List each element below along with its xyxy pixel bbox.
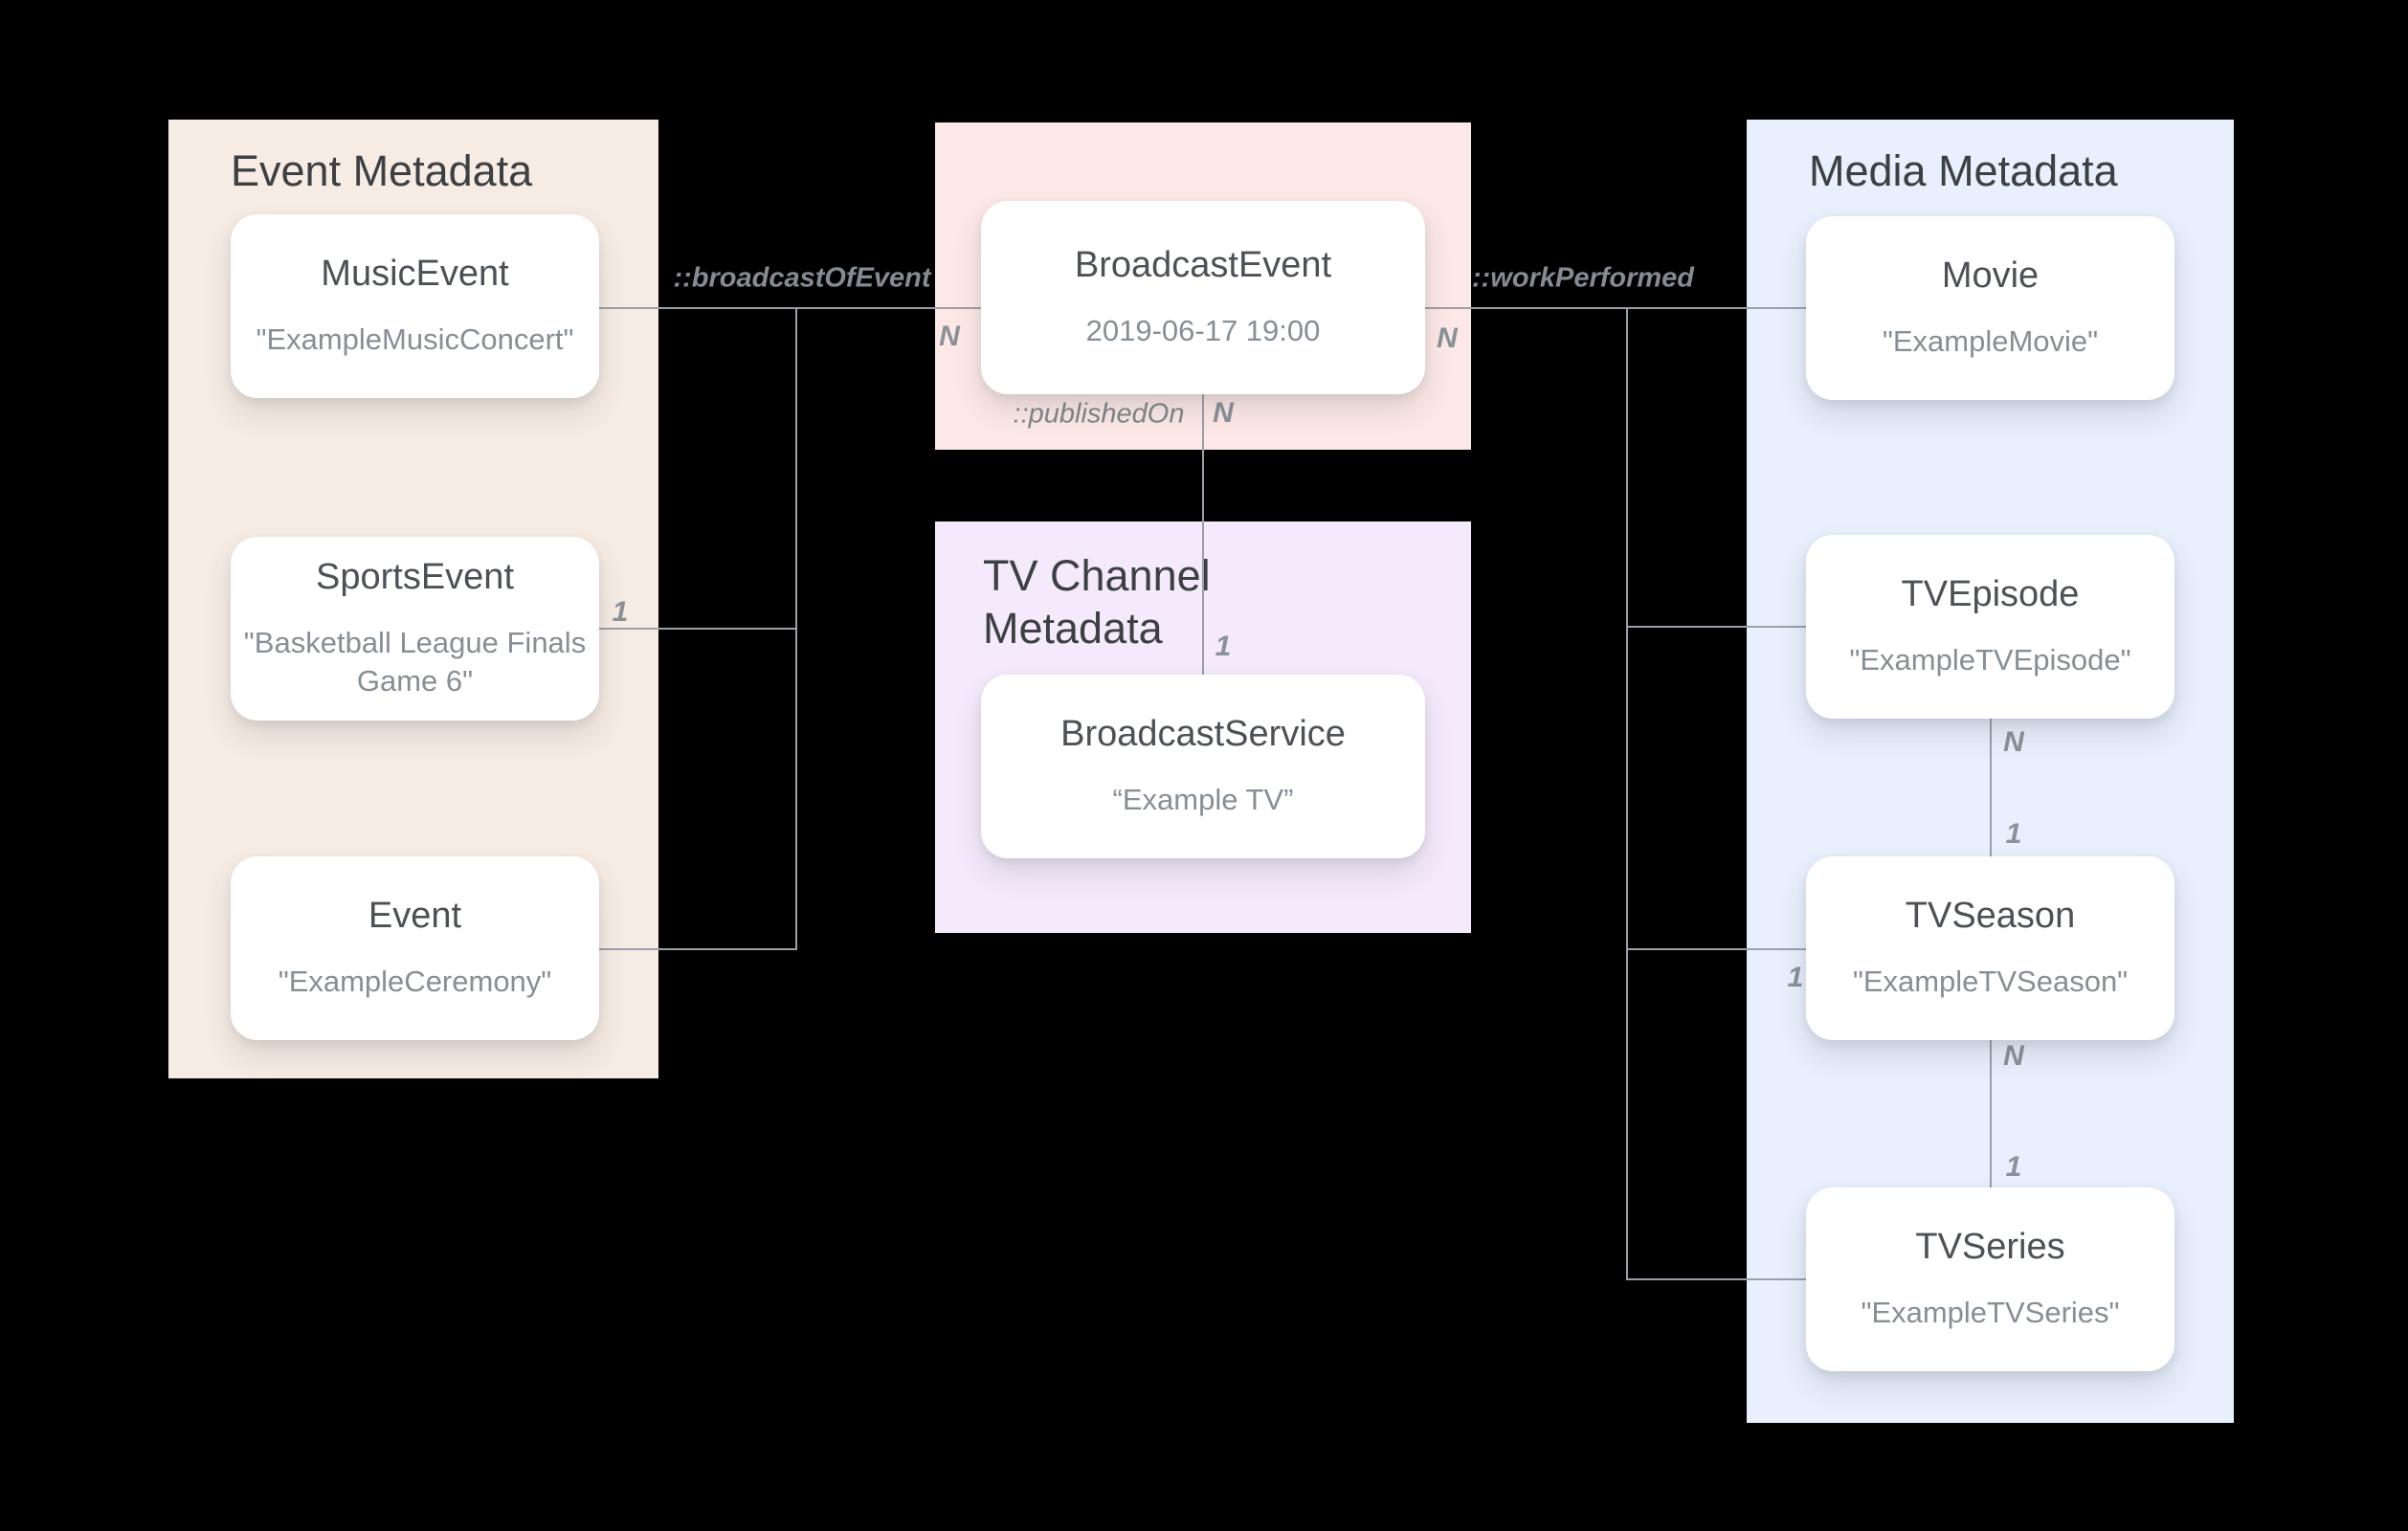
edge-tvepisode-tvseason [1990, 719, 1992, 856]
edge-tvseason-branch [1626, 948, 1806, 950]
node-subtitle: "ExampleTVSeason" [1852, 964, 2129, 998]
node-title: BroadcastEvent [1074, 245, 1332, 285]
node-subtitle: "ExampleCeremony" [278, 964, 552, 998]
edge-tvepisode-branch [1626, 626, 1806, 628]
node-music-event: MusicEvent "ExampleMusicConcert" [231, 214, 599, 398]
node-subtitle: 2019-06-17 19:00 [1085, 313, 1321, 347]
node-subtitle: "ExampleMovie" [1882, 323, 2099, 358]
edge-label-work-performed: ::workPerformed [1471, 262, 1695, 294]
multiplicity-1-published-on: 1 [1215, 631, 1232, 662]
node-event: Event "ExampleCeremony" [231, 856, 599, 1040]
edge-tvseries-branch [1626, 1278, 1806, 1280]
node-title: TVEpisode [1901, 574, 2080, 614]
node-sports-event: SportsEvent "Basketball League Finals Ga… [231, 537, 599, 721]
edge-label-broadcast-of-event: ::broadcastOfEvent [673, 262, 931, 294]
node-title: Event [368, 896, 462, 936]
multiplicity-n-broadcast-of-event: N [939, 321, 960, 352]
panel-title-media-metadata: Media Metadata [1809, 146, 2118, 195]
node-broadcast-event: BroadcastEvent 2019-06-17 19:00 [981, 201, 1425, 394]
edge-musicevent-broadcastevent [599, 307, 981, 309]
multiplicity-n-episode-season: N [2003, 726, 2024, 758]
edge-broadcastevent-broadcastservice [1202, 394, 1204, 675]
node-subtitle: "ExampleMusicConcert" [256, 322, 574, 356]
node-title: BroadcastService [1060, 714, 1346, 754]
edge-broadcastevent-movie [1425, 307, 1806, 309]
multiplicity-1-tv-season-branch: 1 [1787, 962, 1804, 993]
node-title: Movie [1941, 255, 2040, 296]
multiplicity-n-season-series: N [2003, 1040, 2024, 1072]
edge-trunk-right [1626, 307, 1628, 1280]
edge-label-published-on: ::publishedOn [1013, 398, 1185, 430]
node-tv-season: TVSeason "ExampleTVSeason" [1806, 856, 2174, 1040]
node-tv-episode: TVEpisode "ExampleTVEpisode" [1806, 535, 2174, 719]
multiplicity-n-work-performed: N [1437, 322, 1458, 354]
node-subtitle: "ExampleTVSeries" [1861, 1295, 2120, 1329]
node-subtitle: "ExampleTVEpisode" [1849, 642, 2131, 677]
multiplicity-1-episode-season: 1 [2005, 818, 2022, 850]
edge-tvseason-tvseries [1990, 1040, 1992, 1187]
node-title: SportsEvent [316, 556, 514, 597]
panel-title-tv-channel-metadata: TV Channel Metadata [983, 551, 1211, 653]
node-title: TVSeries [1915, 1227, 2065, 1267]
node-broadcast-service: BroadcastService “Example TV” [981, 675, 1425, 858]
node-title: MusicEvent [321, 254, 509, 294]
edge-sportsevent-branch [599, 628, 797, 630]
node-tv-series: TVSeries "ExampleTVSeries" [1806, 1187, 2174, 1371]
multiplicity-1-sports-event: 1 [612, 596, 629, 628]
edge-event-branch [599, 948, 797, 950]
node-subtitle: “Example TV” [1112, 782, 1294, 816]
panel-title-event-metadata: Event Metadata [231, 146, 533, 195]
multiplicity-1-season-series: 1 [2005, 1151, 2022, 1183]
node-title: TVSeason [1905, 896, 2076, 936]
node-subtitle: "Basketball League Finals Game 6" [243, 625, 587, 698]
node-movie: Movie "ExampleMovie" [1806, 216, 2174, 400]
multiplicity-n-published-on: N [1213, 397, 1234, 429]
